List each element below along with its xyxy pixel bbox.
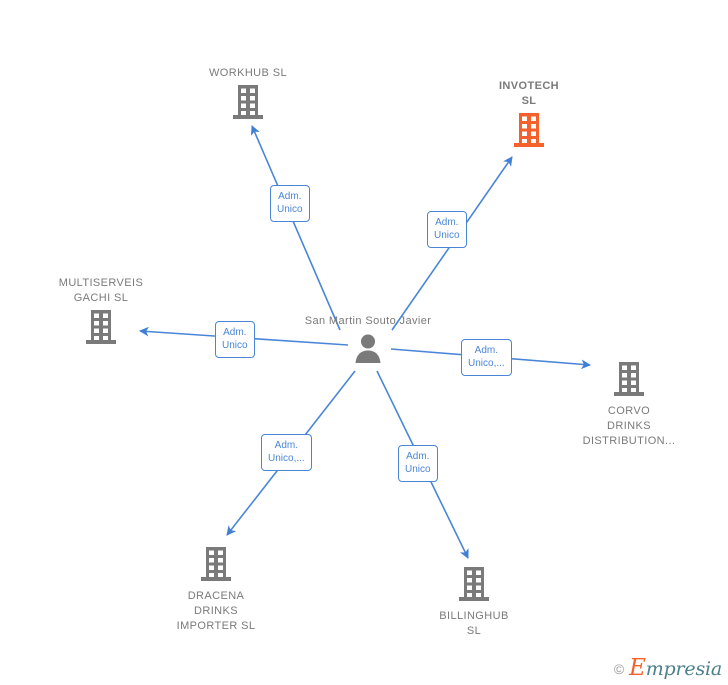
node-label-workhub: WORKHUB SL (209, 67, 287, 79)
node-label-invotech: INVOTECH SL (498, 80, 560, 107)
edge-label-dracena-drinks[interactable]: Adm. Unico,... (261, 434, 312, 471)
edge-label-multiserveis-gachi[interactable]: Adm. Unico (215, 321, 255, 358)
node-label-corvo-drinks: CORVO DRINKS DISTRIBUTION... (582, 405, 676, 447)
person-icon[interactable] (293, 333, 443, 368)
brand-wordmark: Empresia (629, 657, 722, 680)
node-label-multiserveis-gachi: MULTISERVEIS GACHI SL (58, 277, 144, 304)
copyright-symbol: © (613, 661, 625, 677)
graph-node-billinghub[interactable]: BILLINGHUB SL (399, 567, 549, 639)
graph-node-person-center[interactable]: San Martin Souto Javier (293, 314, 443, 368)
edge-label-billinghub[interactable]: Adm. Unico (398, 445, 438, 482)
edge-label-invotech[interactable]: Adm. Unico (427, 211, 467, 248)
node-label-dracena-drinks: DRACENA DRINKS IMPORTER SL (176, 590, 256, 632)
edge-label-workhub[interactable]: Adm. Unico (270, 185, 310, 222)
building-icon[interactable] (399, 567, 549, 606)
building-icon[interactable] (554, 362, 704, 401)
node-label-billinghub: BILLINGHUB SL (439, 610, 509, 637)
empresia-watermark: © Empresia (613, 657, 722, 680)
building-icon[interactable] (26, 310, 176, 349)
graph-node-multiserveis-gachi[interactable]: MULTISERVEIS GACHI SL (26, 276, 176, 349)
building-icon[interactable] (141, 547, 291, 586)
brand-rest: mpresia (645, 658, 722, 680)
graph-node-corvo-drinks[interactable]: CORVO DRINKS DISTRIBUTION... (554, 362, 704, 449)
building-icon[interactable] (173, 85, 323, 124)
edge-workhub[interactable] (251, 125, 341, 331)
node-label-person-center: San Martin Souto Javier (304, 315, 432, 327)
graph-node-dracena-drinks[interactable]: DRACENA DRINKS IMPORTER SL (141, 547, 291, 634)
edge-label-corvo-drinks[interactable]: Adm. Unico,... (461, 339, 512, 376)
building-icon[interactable] (454, 113, 604, 152)
graph-node-invotech[interactable]: INVOTECH SL (454, 79, 604, 152)
brand-initial: E (629, 655, 646, 681)
graph-node-workhub[interactable]: WORKHUB SL (173, 66, 323, 124)
